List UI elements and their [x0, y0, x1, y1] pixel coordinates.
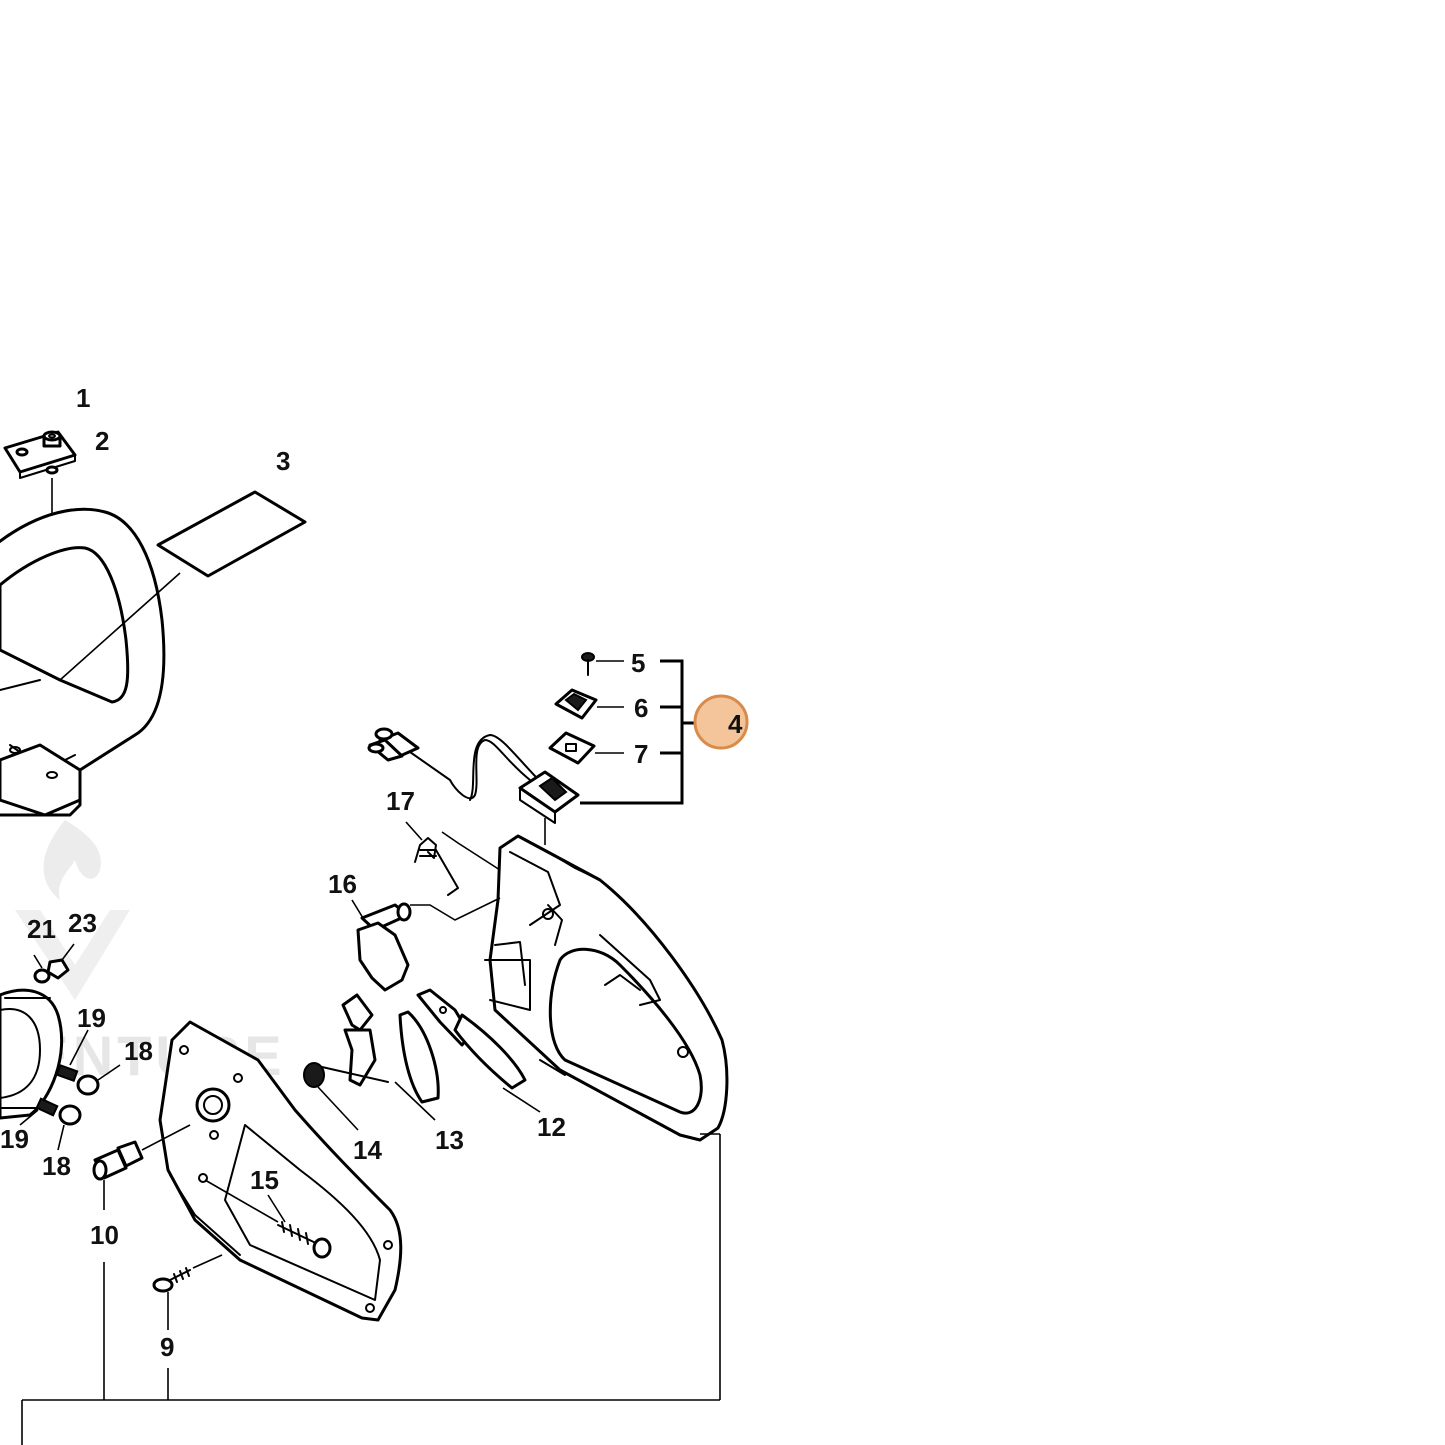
callout-3: 3	[276, 446, 290, 476]
part-19-screw-lower	[35, 1097, 59, 1117]
watermark-v-icon	[15, 910, 130, 1000]
part-14-pin	[303, 1062, 389, 1131]
part-7-gasket	[548, 731, 596, 765]
part-13-throttle-trigger	[341, 993, 440, 1121]
callout-18-upper: 18	[124, 1036, 153, 1066]
callout-16: 16	[328, 869, 357, 899]
part-12-interlock-lever	[416, 988, 541, 1113]
rear-handle-housing	[484, 834, 729, 1142]
callout-5: 5	[631, 648, 645, 678]
part-19-screw-upper	[55, 1063, 79, 1083]
part-23-nut	[46, 958, 70, 980]
callout-15: 15	[250, 1165, 279, 1195]
fan-housing-fragment	[0, 988, 64, 1120]
part-18-cap-lower	[58, 1104, 82, 1126]
callout-6: 6	[634, 693, 648, 723]
part-1-nut	[42, 430, 62, 448]
callouts: 1 2 3 4 5 6 7 17 16 21 23 19 18 19 18 14…	[0, 383, 743, 1362]
callout-4-highlight	[693, 694, 749, 750]
front-handle	[0, 507, 181, 817]
callout-2: 2	[95, 426, 109, 456]
callout-7: 7	[634, 739, 648, 769]
part-10-nipple	[92, 1124, 191, 1210]
part-4-switch-with-cable	[367, 727, 580, 845]
callout-9: 9	[160, 1332, 174, 1362]
callout-4: 4	[728, 709, 743, 739]
callout-13: 13	[435, 1125, 464, 1155]
part-5-screw	[581, 652, 595, 676]
part-16-lever	[351, 899, 412, 992]
callout-23: 23	[68, 908, 97, 938]
callout-19-upper: 19	[77, 1003, 106, 1033]
callout-18-lower: 18	[42, 1151, 71, 1181]
part-15-screw	[204, 1179, 332, 1259]
callout-1: 1	[76, 383, 90, 413]
part-17-spring	[405, 821, 459, 896]
callout-10: 10	[90, 1220, 119, 1250]
part-3-label	[156, 490, 307, 578]
callout-21: 21	[27, 914, 56, 944]
part-2-plate	[3, 430, 77, 479]
callout-12: 12	[537, 1112, 566, 1142]
callout-14: 14	[353, 1135, 382, 1165]
part-9-screw	[152, 1254, 223, 1330]
watermark-flame-icon	[43, 820, 101, 900]
side-cover	[158, 1020, 403, 1322]
part-18-cap-upper	[76, 1074, 100, 1096]
assembly-bracket-bottom	[21, 1133, 721, 1445]
part-21-washer	[33, 968, 51, 984]
callout-19-lower: 19	[0, 1124, 29, 1154]
callout-17: 17	[386, 786, 415, 816]
part-4-bracket	[580, 659, 700, 805]
